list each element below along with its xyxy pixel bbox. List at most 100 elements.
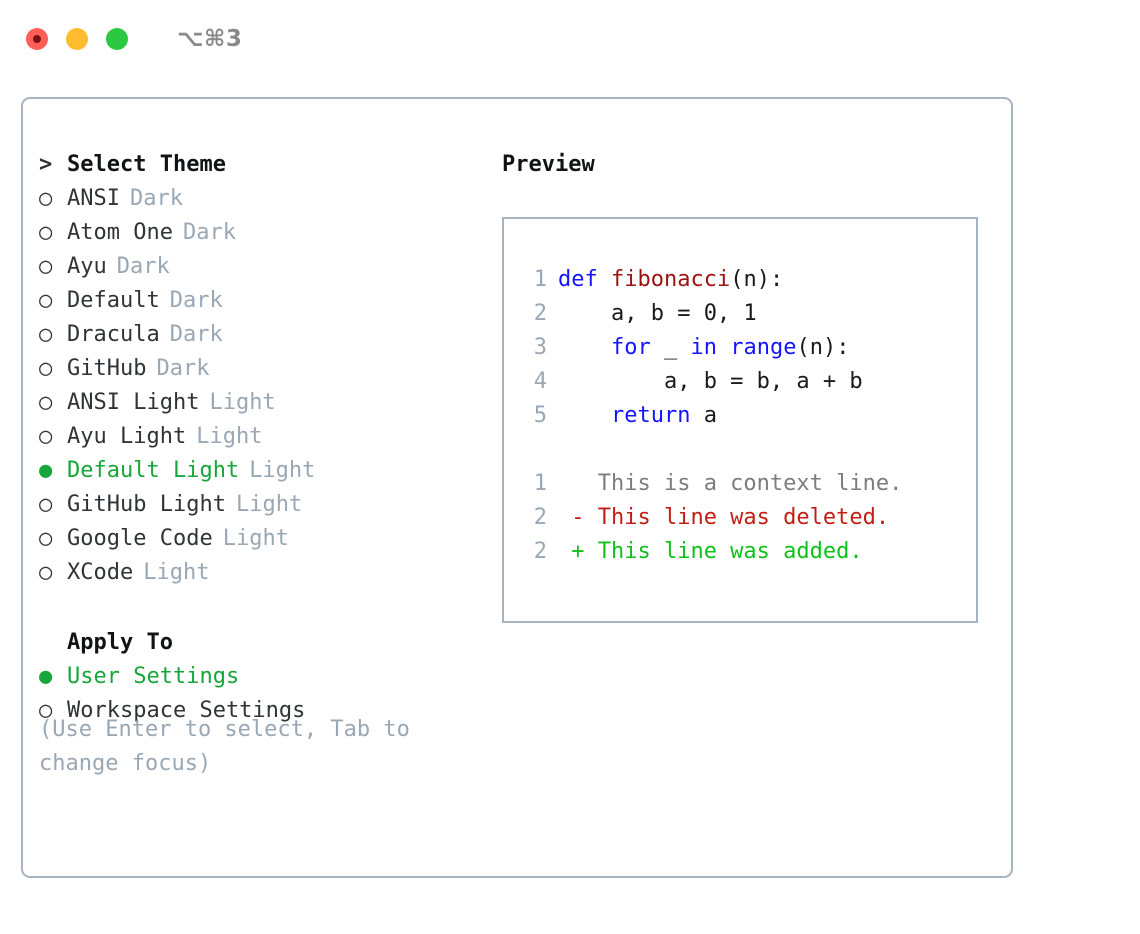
zoom-button[interactable] <box>106 28 128 50</box>
minimize-button[interactable] <box>66 28 88 50</box>
code-line-number: 3 <box>533 335 547 360</box>
radio-selected-icon: ● <box>39 458 53 483</box>
preview-title: Preview <box>502 152 595 177</box>
theme-option-badge: Dark <box>182 220 236 245</box>
theme-option-badge: Light <box>222 526 289 551</box>
radio-unselected-icon: ○ <box>39 356 53 381</box>
code-diff-spacer <box>517 433 976 467</box>
theme-option-badge: Light <box>143 560 210 585</box>
prompt-caret-icon: > <box>39 152 53 177</box>
code-token-plain: (n): <box>796 335 850 360</box>
theme-option-ansi[interactable]: ○ ANSI Dark <box>39 182 479 216</box>
code-token-plain: (n): <box>730 267 784 292</box>
radio-unselected-icon: ○ <box>39 186 53 211</box>
keyboard-hint: (Use Enter to select, Tab to change focu… <box>39 717 424 776</box>
radio-unselected-icon: ○ <box>39 254 53 279</box>
theme-option-badge: Dark <box>129 186 183 211</box>
theme-option-ayu[interactable]: ○ Ayu Dark <box>39 250 479 284</box>
theme-option-label: GitHub Light <box>67 492 226 517</box>
theme-option-badge: Dark <box>169 288 223 313</box>
code-line-text: for _ in range(n): <box>558 331 849 365</box>
diff-line-text: + This line was added. <box>558 539 863 564</box>
diff-line-text: - This line was deleted. <box>558 505 890 530</box>
code-token-plain <box>717 335 730 360</box>
apply-to-heading: ○ Apply To <box>39 626 479 660</box>
window-controls <box>26 28 128 50</box>
theme-option-badge: Dark <box>156 356 210 381</box>
theme-option-badge: Dark <box>116 254 170 279</box>
code-token-plain: a, b = 0, 1 <box>558 301 757 326</box>
diff-preview: 1 This is a context line. 2 - This line w… <box>517 467 976 569</box>
diff-line-number: 2 <box>533 505 547 530</box>
heading-marker-spacer: ○ <box>39 626 67 660</box>
code-token-kw: return <box>610 403 691 428</box>
code-line-text: def fibonacci(n): <box>558 263 783 297</box>
code-line-text: a, b = b, a + b <box>558 365 863 399</box>
radio-unselected-icon: ○ <box>39 560 53 585</box>
diff-line-ctx: 1 This is a context line. <box>517 467 976 501</box>
window-title-shortcut: ⌥⌘3 <box>177 26 243 52</box>
theme-option-label: Ayu <box>67 254 107 279</box>
theme-option-xcode[interactable]: ○ XCode Light <box>39 556 479 590</box>
code-token-plain: a <box>690 403 717 428</box>
theme-option-label: ANSI <box>67 186 120 211</box>
theme-option-label: Dracula <box>67 322 160 347</box>
radio-selected-icon: ● <box>39 664 53 689</box>
section-spacer <box>39 590 479 626</box>
theme-option-label: Google Code <box>67 526 213 551</box>
code-token-kw: in <box>690 335 717 360</box>
apply-to-option-user-settings[interactable]: ● User Settings <box>39 660 479 694</box>
code-token-kw: def <box>558 267 611 292</box>
radio-unselected-icon: ○ <box>39 698 53 723</box>
apply-to-options: ● User Settings ○ Workspace Settings <box>39 660 479 728</box>
code-line: 5 return a <box>517 399 976 433</box>
theme-option-badge: Light <box>209 390 276 415</box>
theme-option-label: Atom One <box>67 220 173 245</box>
code-token-kw: for <box>610 335 651 360</box>
apply-to-option-label: User Settings <box>67 664 240 689</box>
theme-option-label: XCode <box>67 560 134 585</box>
code-token-plain: a, b = b, a + b <box>558 369 863 394</box>
theme-option-badge: Dark <box>169 322 223 347</box>
theme-list-heading: > Select Theme <box>39 148 479 182</box>
apply-to-option-label: Workspace Settings <box>67 698 306 723</box>
theme-option-label: ANSI Light <box>67 390 200 415</box>
diff-line-number: 2 <box>533 539 547 564</box>
code-token-plain <box>558 335 611 360</box>
code-line-number: 5 <box>533 403 547 428</box>
theme-option-label: GitHub <box>67 356 147 381</box>
code-token-kw: range <box>730 335 797 360</box>
radio-unselected-icon: ○ <box>39 492 53 517</box>
theme-option-github[interactable]: ○ GitHub Dark <box>39 352 479 386</box>
theme-option-label: Default Light <box>67 458 240 483</box>
code-token-fn: fibonacci <box>610 267 731 292</box>
code-line: 3 for _ in range(n): <box>517 331 976 365</box>
code-line-text: a, b = 0, 1 <box>558 297 757 331</box>
radio-unselected-icon: ○ <box>39 424 53 449</box>
apply-to-option-workspace-settings[interactable]: ○ Workspace Settings <box>39 694 479 728</box>
code-token-plain: _ <box>650 335 691 360</box>
theme-option-github-light[interactable]: ○ GitHub Light Light <box>39 488 479 522</box>
theme-option-label: Ayu Light <box>67 424 187 449</box>
radio-unselected-icon: ○ <box>39 288 53 313</box>
theme-option-badge: Light <box>235 492 303 517</box>
recording-indicator-icon <box>33 35 41 43</box>
close-button[interactable] <box>26 28 48 50</box>
apply-to-heading-label: Apply To <box>67 630 173 655</box>
theme-list-heading-label: Select Theme <box>67 152 226 177</box>
diff-line-text: This is a context line. <box>558 471 903 496</box>
